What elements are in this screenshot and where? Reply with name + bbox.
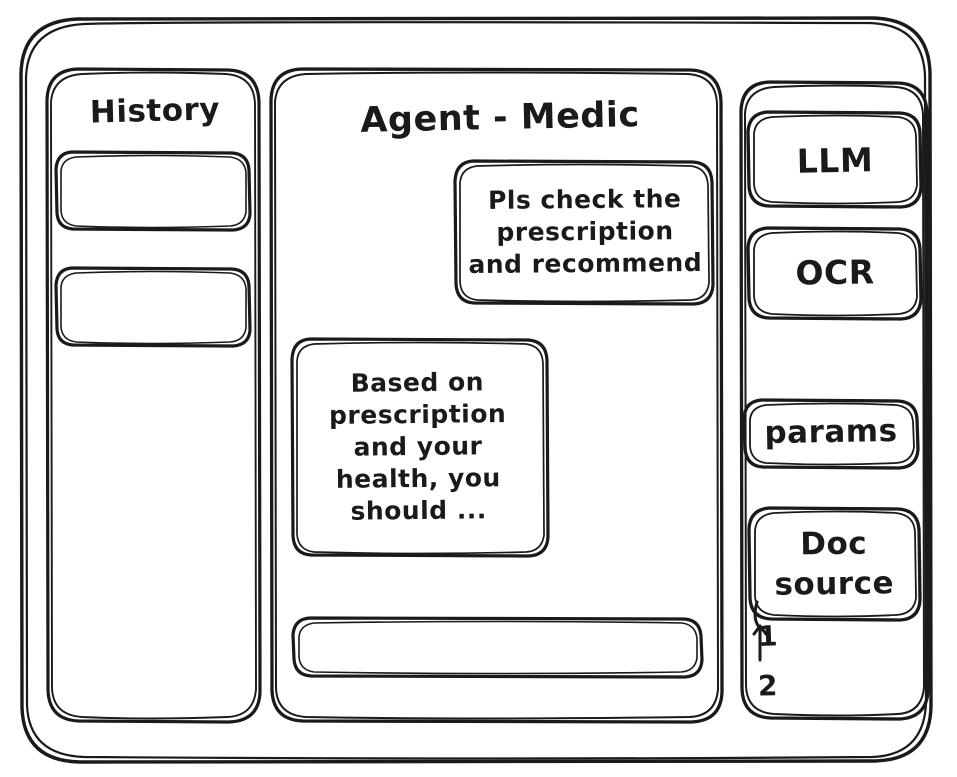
user-message-bubble: Pls check the prescription and recommend <box>455 161 713 304</box>
history-item-2-label <box>56 267 251 347</box>
params-button-label: params <box>764 413 898 452</box>
doc-source-item-2[interactable]: 2 <box>757 669 779 703</box>
assistant-message-bubble: Based on prescription and your health, y… <box>292 339 548 556</box>
history-item-1[interactable] <box>56 152 250 230</box>
ocr-button-label: OCR <box>795 252 875 293</box>
message-input[interactable] <box>293 618 702 677</box>
history-item-2[interactable] <box>56 268 250 346</box>
doc-source-item-1[interactable]: 1 <box>757 619 779 654</box>
page-title: Agent - Medic <box>359 94 641 141</box>
user-message-text: Pls check the prescription and recommend <box>468 184 703 280</box>
history-item-1-label <box>56 151 251 231</box>
llm-button-label: LLM <box>796 140 874 181</box>
history-title: History <box>89 91 221 131</box>
assistant-message-text: Based on prescription and your health, y… <box>328 367 507 526</box>
message-input-value <box>311 618 681 677</box>
doc-source-title: Doc source <box>774 525 895 603</box>
